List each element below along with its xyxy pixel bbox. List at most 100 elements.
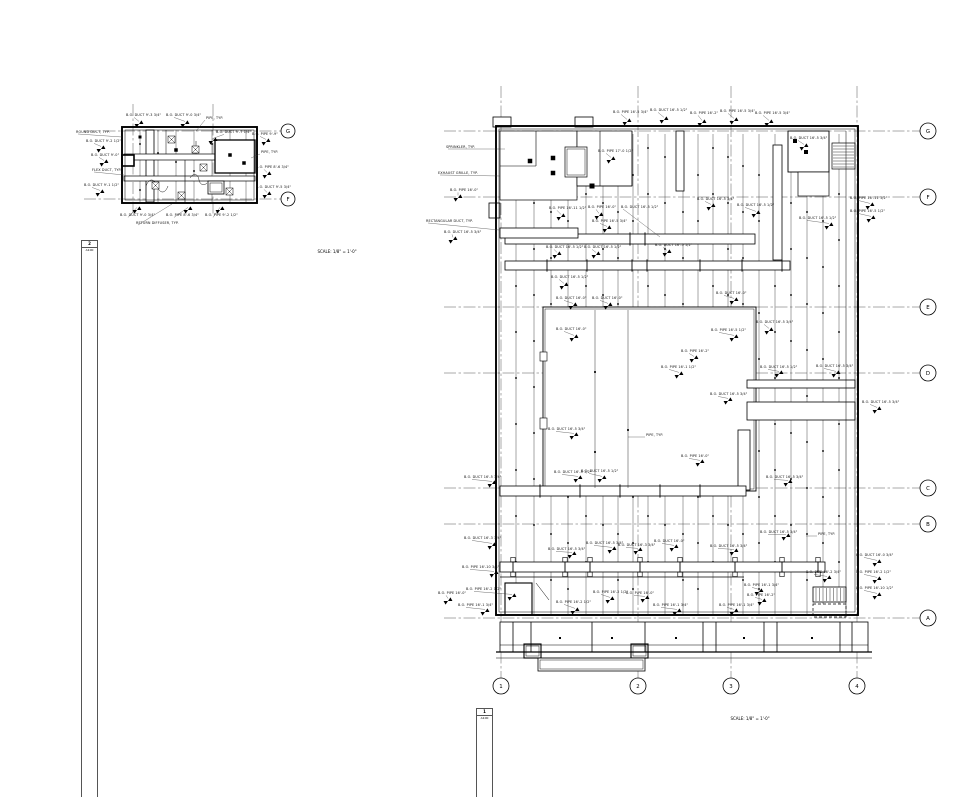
spot-elevation-flag-icon (754, 588, 764, 596)
annotation-label: B.O. DUCT 9'-2 1/2" (86, 139, 122, 143)
annotation-label: PIPE, TYP. (261, 150, 278, 154)
spot-elevation-flag-icon (507, 593, 517, 601)
annotation-label: PIPE, TYP. (646, 433, 663, 437)
spot-elevation-flag-icon (799, 143, 809, 151)
annotation-label: B.O. DUCT 16'-5 3/4" (548, 547, 586, 551)
spot-elevation-flag-icon (781, 533, 791, 541)
spot-elevation-flag-icon (695, 459, 705, 467)
spot-elevation-flag-icon (99, 159, 109, 167)
spot-elevation-flag-icon (568, 302, 578, 310)
annotation-label: B.O. DUCT 9'-0 3/4" (120, 213, 156, 217)
spot-elevation-flag-icon (569, 334, 579, 342)
annotation-label: B.O. DUCT 16'-5 1/2" (760, 365, 798, 369)
annotation-label: B.O. DUCT 16'-3 3/4" (618, 543, 656, 547)
annotation-label: B.O. PIPE 16'-1 1/2" (661, 365, 696, 369)
annotation-label: B.O. PIPE 16'-0" (438, 591, 467, 595)
spot-elevation-flag-icon (453, 194, 463, 202)
spot-elevation-flag-icon (183, 206, 193, 214)
annotation-label: B.O. DUCT 16'-5 1/2" (554, 470, 592, 474)
annotation-label: B.O. DUCT 16'-5 3/4" (766, 475, 804, 479)
grid-bubble-label: B (926, 522, 930, 528)
annotation-label: EXHAUST GRILLE, TYP. (438, 171, 478, 175)
mezzanine-detail-mark: 2 A100 (81, 240, 98, 797)
grid-bubble-label: F (286, 197, 289, 203)
annotation-label: B.O. PIPE 16'-2 1/2" (593, 590, 628, 594)
spot-elevation-flag-icon (567, 551, 577, 559)
spot-elevation-flag-icon (872, 406, 882, 414)
annotation-label: B.O. DUCT 16'-0" (592, 296, 623, 300)
level1-detail-mark: 1 A100 (476, 708, 493, 797)
annotation-label: B.O. DUCT 16'-5 1/2" (737, 203, 775, 207)
spot-elevation-flag-icon (831, 370, 841, 378)
annotation-label: B.O. DUCT 16'-0" (556, 327, 587, 331)
annotation-label: B.O. DUCT 16'-5 3/4" (862, 400, 900, 404)
annotation-label: B.O. DUCT 16'-5 1/2" (799, 216, 837, 220)
annotation-label: RECTANGULAR DUCT, TYP. (426, 219, 473, 223)
spot-elevation-flag-icon (180, 120, 190, 128)
spot-elevation-flag-icon (865, 202, 875, 210)
annotation-label: B.O. PIPE 16'-0" (681, 454, 710, 458)
grid-bubble-label: F (926, 195, 929, 201)
grid-bubble (919, 122, 937, 140)
spot-elevation-flag-icon (866, 215, 876, 223)
annotation-label: B.O. PIPE 17'-0 1/2" (598, 149, 633, 153)
annotation-label: B.O. PIPE 8'-6 3/4" (166, 213, 199, 217)
annotation-label: B.O. DUCT 16'-0" (716, 291, 747, 295)
grid-bubble-label: 2 (636, 684, 639, 690)
grid-bubble (629, 677, 647, 695)
spot-elevation-flag-icon (569, 432, 579, 440)
spot-elevation-flag-icon (607, 546, 617, 554)
grid-bubble (919, 479, 937, 497)
spot-elevation-flag-icon (659, 116, 669, 124)
annotation-label: B.O. DUCT 16'-0" (556, 296, 587, 300)
spot-elevation-flag-icon (570, 607, 580, 615)
annotation-label: B.O. PIPE 16'-0" (626, 591, 655, 595)
spot-elevation-flag-icon (751, 210, 761, 218)
detail-sheet: A100 (82, 248, 97, 797)
annotation-label: PIPE, TYP. (206, 116, 223, 120)
level1-title-block: 1 A100 LEVEL 1 MEP PLAN (476, 701, 872, 797)
annotation-label: B.O. DUCT 9'-7 1/4" (216, 130, 252, 134)
detail-number: 1 (477, 709, 492, 716)
spot-elevation-flag-icon (602, 225, 612, 233)
spot-elevation-flag-icon (640, 595, 650, 603)
annotation-label: B.O. PIPE 9'-9" (252, 132, 278, 136)
annotation-label: B.O. PIPE 16'-2" (747, 593, 776, 597)
spot-elevation-flag-icon (134, 120, 144, 128)
annotation-label: B.O. DUCT 16'-5 1/2" (551, 275, 589, 279)
annotation-label: B.O. PIPE 16'-2 1/2" (556, 600, 591, 604)
spot-elevation-flag-icon (605, 596, 615, 604)
annotation-label: B.O. PIPE 16'-2" (690, 111, 719, 115)
grid-bubble-label: 1 (499, 684, 502, 690)
grid-bubble-label: D (926, 371, 930, 377)
spot-elevation-flag-icon (706, 203, 716, 211)
grid-bubble-label: G (926, 129, 930, 135)
annotation-label: B.O. PIPE 16'-11 1/2" (850, 196, 888, 200)
annotation-label: B.O. DUCT 9'-3 3/4" (126, 113, 162, 117)
spot-elevation-flag-icon (95, 189, 105, 197)
annotation-label: B.O. PIPE 8'-6 3/4" (256, 165, 289, 169)
grid-bubble (280, 123, 296, 139)
spot-elevation-flag-icon (689, 355, 699, 363)
annotation-label: B.O. PIPE 16'-5 1/2" (850, 209, 885, 213)
annotation-label: B.O. DUCT 16'-5 3/4" (760, 530, 798, 534)
grid-bubble (919, 364, 937, 382)
grid-bubble (722, 677, 740, 695)
annotation-label: B.O. PIPE 16'-1 3/4" (719, 603, 754, 607)
spot-elevation-flag-icon (591, 251, 601, 259)
mezzanine-plan-drawing: GFB.O. DUCT 9'-3 3/4"B.O. DUCT 9'-0 3/4"… (76, 104, 296, 226)
spot-elevation-flag-icon (729, 297, 739, 305)
annotation-label: B.O. DUCT 16'-5 3/4" (444, 230, 482, 234)
annotation-label: SPRINKLER, TYP. (446, 145, 475, 149)
annotation-label: B.O. PIPE 16'-10 1/2" (856, 586, 894, 590)
level1-scale-label: SCALE: 1/8" = 1'-0" (730, 716, 770, 721)
annotation-label: B.O. DUCT 16'-5 3/4" (586, 541, 624, 545)
grid-bubble (848, 677, 866, 695)
annotation-label: B.O. DUCT 16'-5 1/2" (621, 205, 659, 209)
spot-elevation-flag-icon (697, 119, 707, 127)
spot-elevation-flag-icon (729, 334, 739, 342)
mezzanine-title-block: 2 A100 MEZZANINE MEP PLAN (81, 233, 420, 797)
